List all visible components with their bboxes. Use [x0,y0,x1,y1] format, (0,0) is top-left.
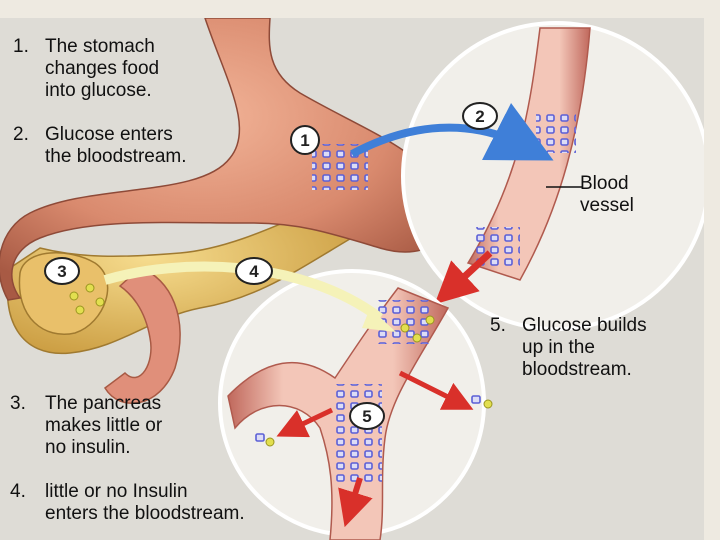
vessel-lower-glucose-bottom [336,384,382,484]
step-1-number: 1. [13,36,29,57]
leaked-glucose [255,395,493,447]
pancreas-head [18,252,109,335]
step-2-number: 2. [13,124,29,145]
marker-5-text: 5 [362,407,371,426]
leak-arrow-left [276,407,334,438]
vessel-flow-arrow-1 [434,250,493,305]
illustration: 1 2 3 4 5 [0,18,704,540]
insulin-dots-vessel [400,315,435,343]
step-1-caption: The stomach changes food into glucose. [45,36,160,101]
marker-2: 2 [462,102,498,130]
marker-3: 3 [44,257,80,285]
leak-arrow-down [338,477,373,528]
blood-vessel-label: Blood vessel [580,173,634,216]
insulin-dots-pancreas [69,283,105,315]
step-4-number: 4. [10,481,26,502]
step-3-caption: The pancreas makes little or no insulin. [45,393,163,458]
marker-4-text: 4 [249,262,259,281]
marker-1-text: 1 [300,131,309,150]
leak-arrow-right [398,370,474,410]
diagram-panel: 1 2 3 4 5 1. The stomach changes food in… [0,18,704,540]
vessel-upper-glucose-top [536,111,576,153]
step-5-caption: Glucose builds up in the bloodstream. [522,315,647,380]
marker-2-text: 2 [475,107,484,126]
step-4-caption: little or no Insulin enters the bloodstr… [45,481,245,524]
step-2-caption: Glucose enters the bloodstream. [45,124,187,167]
glucose-flow-arrow [350,102,554,161]
duodenum-shape [104,267,181,404]
marker-3-text: 3 [57,262,66,281]
marker-1: 1 [290,125,320,155]
marker-5: 5 [349,402,385,430]
stomach-shape [0,18,452,301]
insulin-flow-arrowhead [362,308,396,332]
marker-4: 4 [235,257,273,285]
step-5-number: 5. [490,315,506,336]
step-3-number: 3. [10,393,26,414]
